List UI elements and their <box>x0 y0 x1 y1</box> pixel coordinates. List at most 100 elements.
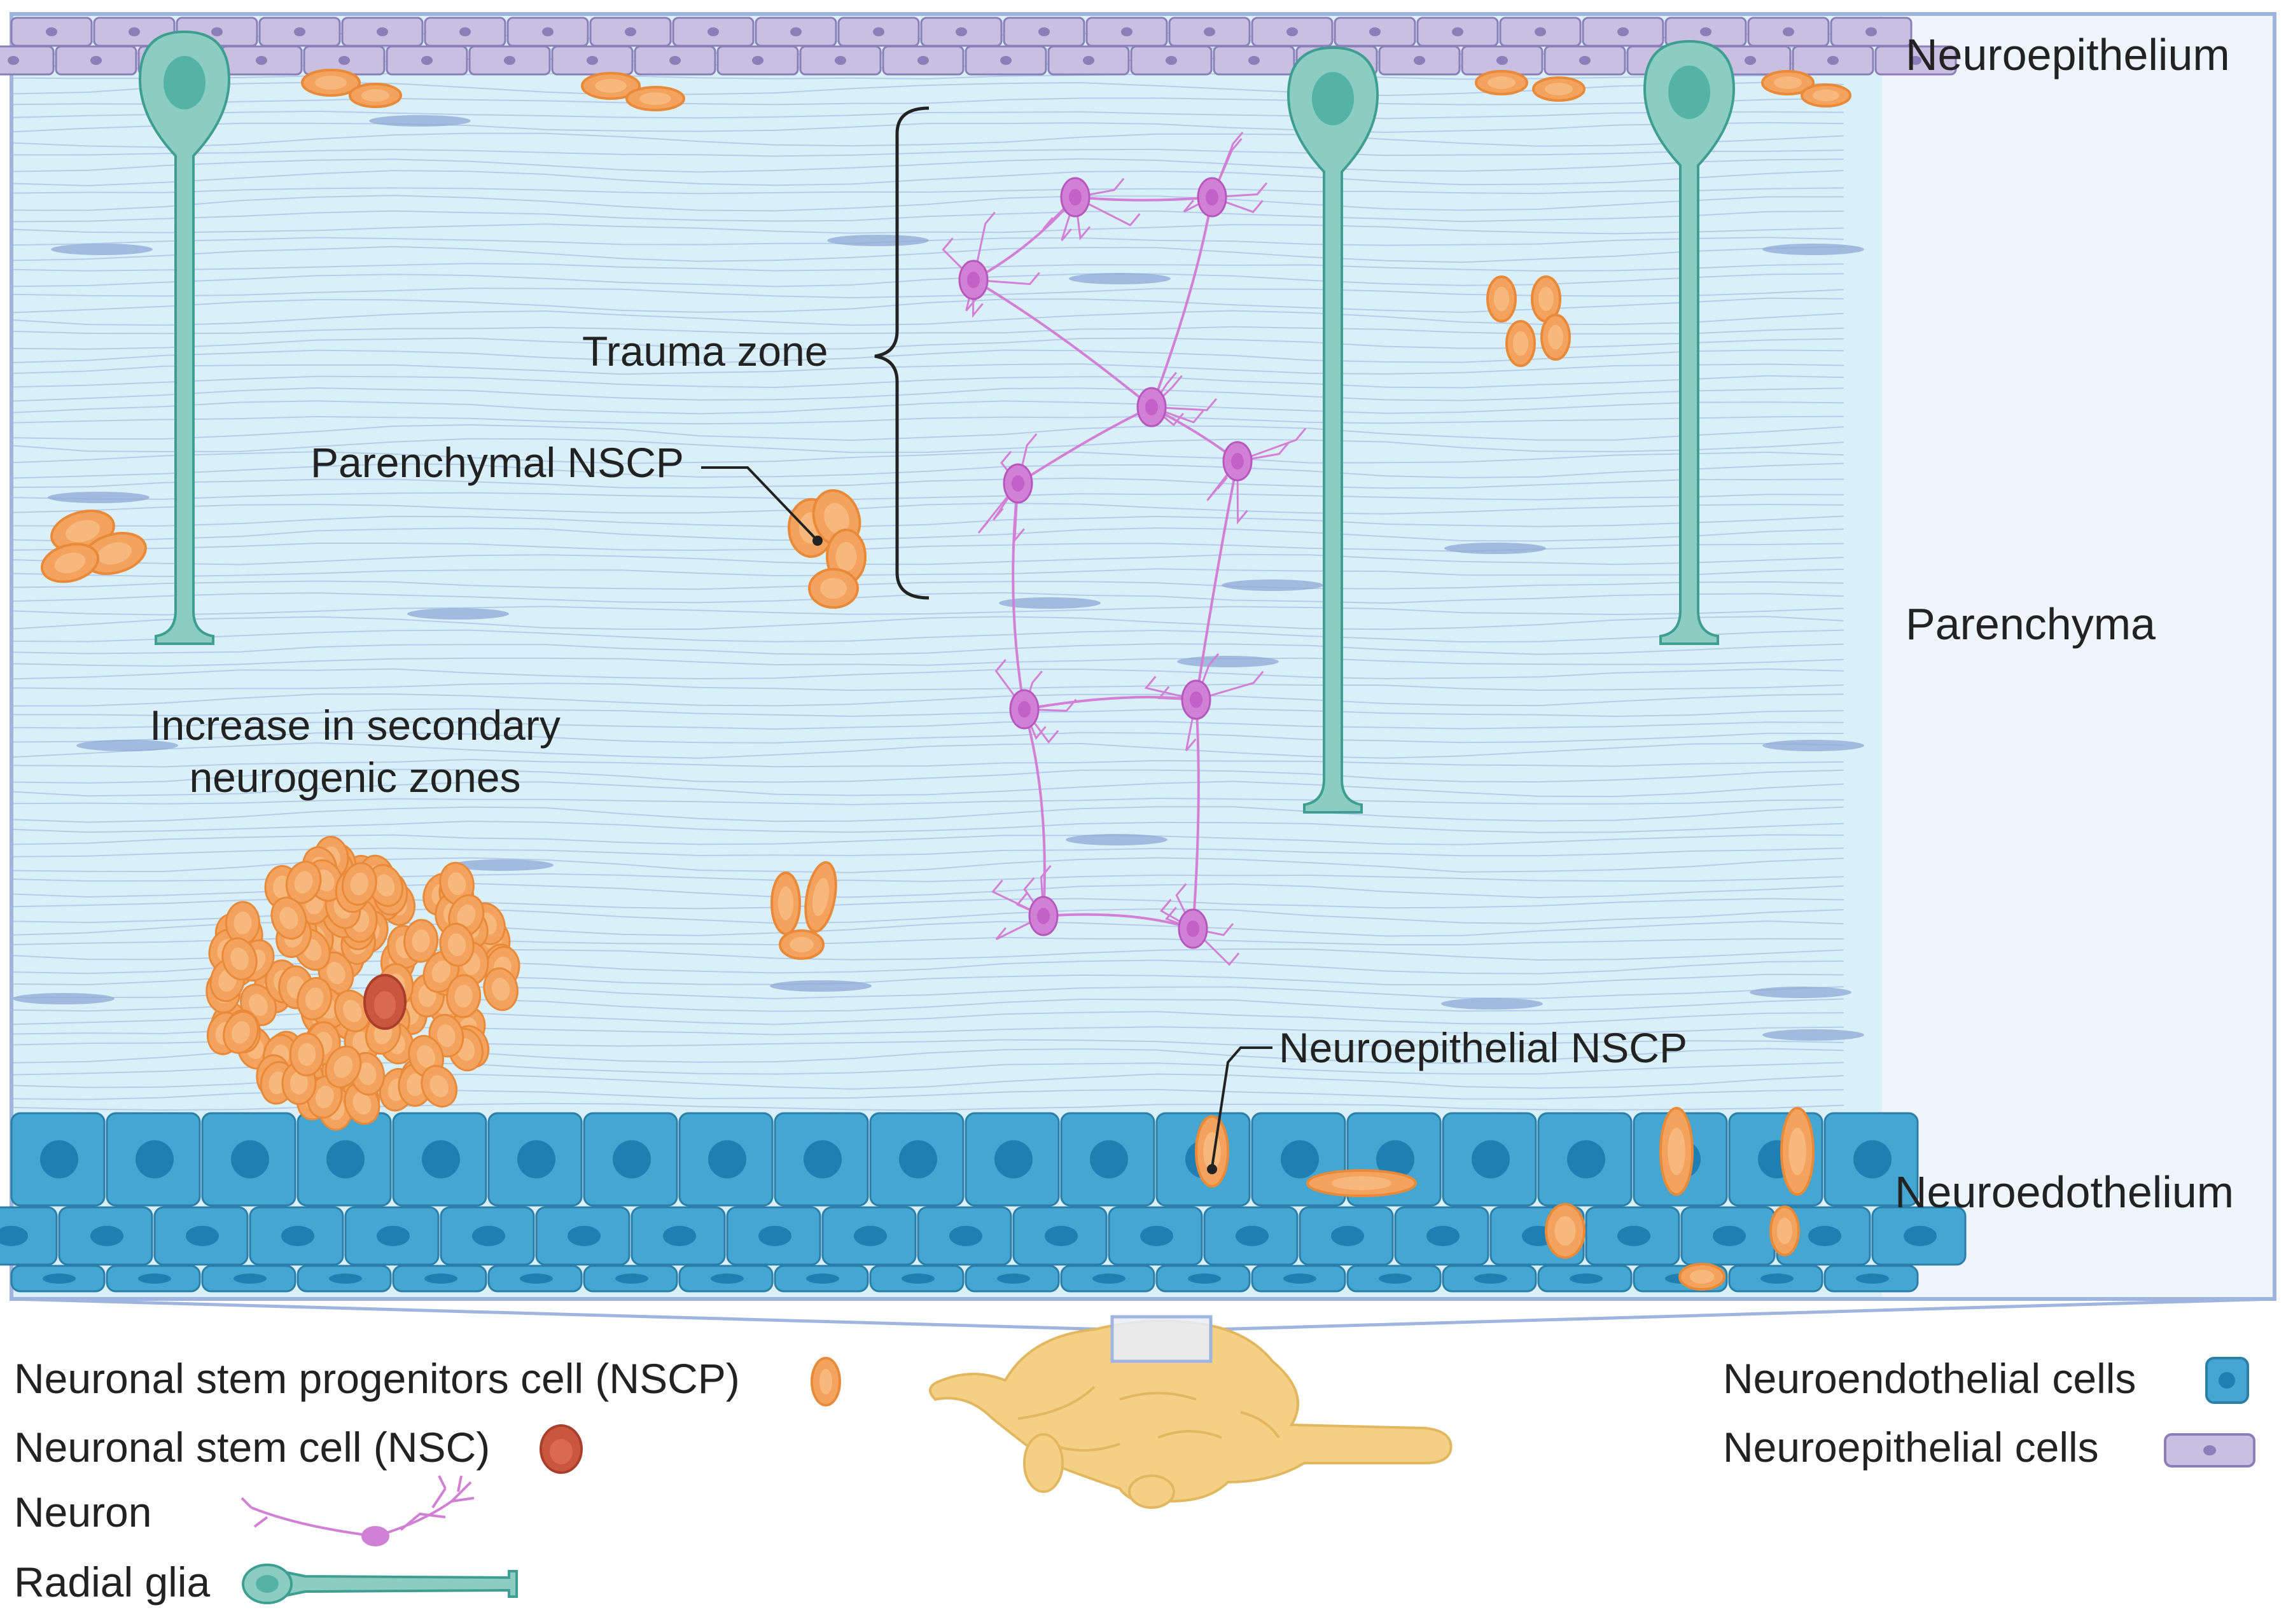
fiber-line <box>11 592 1844 604</box>
cluster-nscp-nucleus <box>431 961 451 983</box>
nscp-cell <box>1540 314 1571 361</box>
neuroepithelial-nucleus <box>790 27 802 36</box>
cluster-nscp-nucleus <box>289 1071 309 1095</box>
neuroendothelial-nucleus <box>854 1226 887 1246</box>
fiber-line <box>11 387 1844 402</box>
neuroendothelial-nucleus <box>472 1226 505 1246</box>
neuroendothelial-nucleus <box>326 1140 365 1179</box>
neuroepithelial-nucleus <box>752 56 763 65</box>
neuroepithelial-nucleus <box>8 56 19 65</box>
neuroendothelial-nucleus <box>1904 1226 1937 1246</box>
fiber-line <box>11 1073 1844 1090</box>
fiber-dash <box>1750 987 1851 998</box>
cluster-nscp-nucleus <box>326 962 345 985</box>
neuroendothelial-nucleus <box>1092 1274 1126 1284</box>
neuroepithelial-nucleus <box>1496 56 1508 65</box>
fiber-dash <box>407 608 509 620</box>
fiber-dash <box>827 235 929 246</box>
nscp-nucleus <box>1493 286 1510 312</box>
nscp-cell <box>1195 1115 1229 1188</box>
neuroepithelial-nucleus <box>1000 56 1012 65</box>
legend-neuroepithelial-nucleus <box>2203 1445 2216 1455</box>
neuroendothelial-cell <box>0 1206 58 1266</box>
neuroendothelium-layer <box>0 1112 1967 1293</box>
fiber-line <box>11 187 1844 195</box>
nscp-cell <box>1659 1107 1694 1196</box>
neuron-dendrite <box>1237 427 1307 462</box>
neuroendothelial-nucleus <box>708 1140 746 1179</box>
neuroendothelial-nucleus <box>138 1274 171 1284</box>
neuroepithelial-nucleus <box>873 27 884 36</box>
fiber-dash <box>999 597 1101 609</box>
neuron-dendrite <box>977 483 1019 534</box>
neuroendothelial-nucleus <box>520 1274 553 1284</box>
neuroendothelial-nucleus <box>231 1140 269 1179</box>
fiber-line <box>11 210 1844 223</box>
nscp-cell <box>301 69 361 97</box>
neuroendothelial-nucleus <box>711 1274 744 1284</box>
cluster-nscp-cell <box>324 1045 362 1088</box>
nscp-nucleus <box>1774 76 1802 89</box>
neuroendothelial-nucleus <box>281 1226 314 1246</box>
neuroendothelial-nucleus <box>1760 1274 1794 1284</box>
cluster-nscp-nucleus <box>230 947 249 971</box>
neuron-process <box>1150 197 1213 408</box>
cluster-nscp-nucleus <box>447 933 466 957</box>
fiber-line <box>11 223 1844 235</box>
nscp-cells <box>40 69 1851 1291</box>
neuroendothelial-nucleus <box>663 1226 696 1246</box>
cluster-nscp-nucleus <box>298 1043 316 1066</box>
neuroepithelial-nucleus <box>1700 27 1711 36</box>
neuroendothelial-nucleus <box>1281 1140 1319 1179</box>
neuroepithelial-nucleus <box>1827 56 1839 65</box>
cluster-nscp-nucleus <box>406 1073 425 1097</box>
fiber-dash <box>1222 580 1323 591</box>
legend-neuron-label: Neuron <box>14 1489 151 1536</box>
nscp-nucleus <box>97 542 132 565</box>
neuroepithelial-nucleus <box>504 56 515 65</box>
neuroendothelial-nucleus <box>899 1140 937 1179</box>
cluster-nscp-nucleus <box>454 985 473 1008</box>
parenchyma-region <box>11 14 1882 1299</box>
annotation-secondary-line2: neurogenic zones <box>189 754 520 801</box>
fiber-line <box>11 847 1844 857</box>
cluster-nscp-nucleus <box>249 994 268 1016</box>
nscp-nucleus <box>1776 1218 1793 1244</box>
fiber-line <box>11 553 1844 566</box>
neuroendothelial-nucleus <box>758 1226 791 1246</box>
neuroepithelial-nucleus <box>338 56 350 65</box>
neuroepithelial-nucleus <box>1204 27 1215 36</box>
neuroepithelial-nucleus <box>421 56 433 65</box>
nscp-cell <box>349 83 402 108</box>
neuroepithelium-layer <box>0 17 1957 76</box>
neuroepithelial-nucleus <box>1286 27 1298 36</box>
fiber-line <box>11 1102 1844 1111</box>
nscp-nucleus <box>1332 1176 1391 1190</box>
neuroepithelial-nucleus <box>1369 27 1381 36</box>
neuron-process <box>1017 406 1152 485</box>
fiber-line <box>11 121 1844 134</box>
neuroepithelial-nucleus <box>1121 27 1133 36</box>
neuroepithelial-nucleus <box>1414 56 1425 65</box>
fiber-line <box>11 477 1844 489</box>
cluster-nscp-cell <box>225 901 261 945</box>
neuroepithelial-nucleus <box>1617 27 1629 36</box>
radial-glia-cell <box>1286 46 1379 814</box>
neuroepithelial-nucleus <box>1038 27 1050 36</box>
legend-radial-glia-label: Radial glia <box>14 1558 210 1606</box>
neuron-dendrite <box>995 915 1044 940</box>
fiber-dash <box>51 244 153 255</box>
fiber-line <box>11 616 1844 630</box>
cluster-nscp-nucleus <box>232 1021 250 1044</box>
cluster-nscp-nucleus <box>412 929 430 953</box>
cluster-nscp-nucleus <box>352 1092 372 1115</box>
neuroendothelial-nucleus <box>902 1274 935 1284</box>
neuroepithelial-nscp-leader-dot <box>1207 1164 1217 1174</box>
fiber-line <box>11 768 1844 784</box>
neuron-dendrite <box>973 272 1040 286</box>
fiber-line <box>11 288 1844 299</box>
cluster-nscp-cell <box>439 922 475 967</box>
neuroendothelial-nucleus <box>1045 1226 1078 1246</box>
nscp-cell <box>581 72 641 100</box>
radial-glia-nucleus <box>164 56 206 109</box>
